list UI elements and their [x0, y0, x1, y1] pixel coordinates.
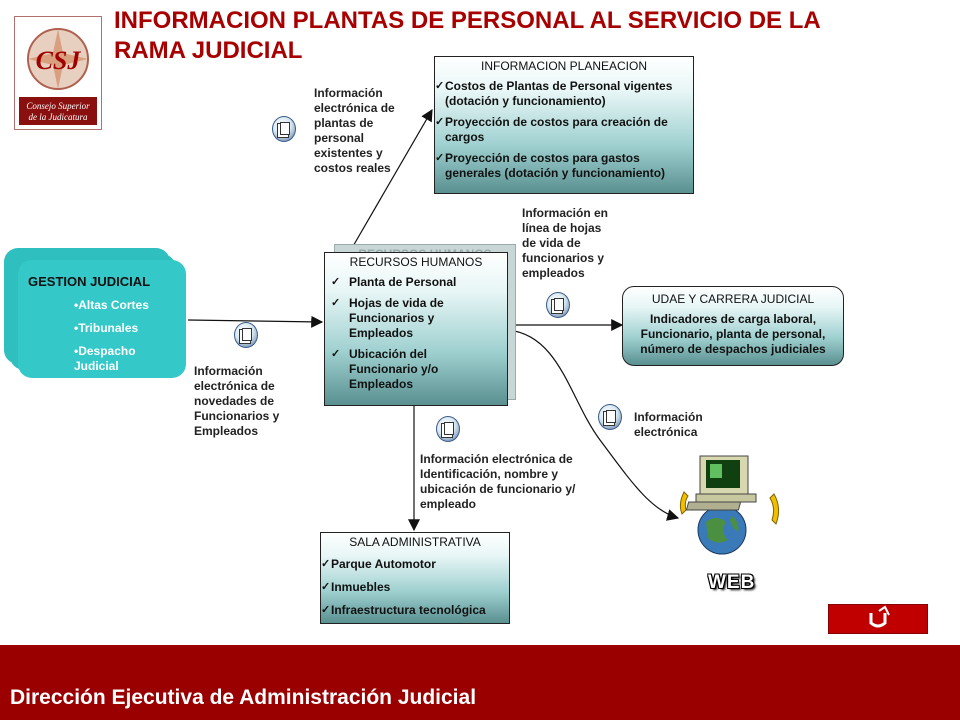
- return-arrow-icon: [869, 605, 890, 628]
- recursos-humanos-box: RECURSOS HUMANOS Planta de Personal Hoja…: [324, 252, 508, 406]
- svg-text:Consejo Superior: Consejo Superior: [26, 101, 90, 111]
- document-icon: [272, 116, 296, 142]
- footer-text: Dirección Ejecutiva de Administración Ju…: [10, 686, 477, 709]
- arrow-recursos-to-planeacion: [351, 108, 433, 249]
- udae-body: Indicadores de carga laboral, Funcionari…: [640, 312, 826, 356]
- note-hojas: Información en línea de hojas de vida de…: [522, 206, 609, 280]
- sala-item: Inmuebles: [321, 580, 509, 595]
- return-button[interactable]: [828, 604, 928, 634]
- sala-box: SALA ADMINISTRATIVA Parque Automotor Inm…: [320, 532, 510, 624]
- gestion-judicial-box: GESTION JUDICIAL •Altas Cortes •Tribunal…: [4, 248, 188, 380]
- gestion-item: •Altas Cortes: [74, 298, 149, 312]
- udae-title: UDAE Y CARRERA JUDICIAL: [651, 292, 815, 306]
- note-electronica: Información electrónica: [634, 410, 703, 439]
- recursos-title: RECURSOS HUMANOS: [349, 255, 483, 269]
- document-icon: [234, 322, 258, 348]
- svg-text:de la Judicatura: de la Judicatura: [29, 112, 88, 122]
- note-identificacion: Información electrónica de Identificació…: [420, 452, 576, 511]
- document-icon: [546, 292, 570, 318]
- sala-item: Infraestructura tecnológica: [321, 603, 509, 618]
- recursos-item: Planta de Personal: [331, 275, 499, 290]
- document-icon: [436, 416, 460, 442]
- sala-item: Parque Automotor: [321, 557, 509, 572]
- sala-title: SALA ADMINISTRATIVA: [349, 535, 481, 549]
- arrow-gestion-to-recursos: [187, 315, 324, 328]
- arrow-recursos-to-web: [507, 329, 680, 521]
- gestion-item: •Tribunales: [74, 321, 139, 335]
- svg-text:CSJ: CSJ: [36, 46, 82, 75]
- gestion-item: •Despacho Judicial: [74, 344, 136, 373]
- planeacion-box: INFORMACION PLANEACION Costos de Plantas…: [434, 56, 694, 194]
- planeacion-item: Proyección de costos para gastos general…: [435, 151, 689, 181]
- note-plantas: Información electrónica de plantas de pe…: [314, 86, 395, 175]
- udae-box: UDAE Y CARRERA JUDICIAL Indicadores de c…: [622, 286, 844, 366]
- gestion-title: GESTION JUDICIAL: [28, 274, 151, 289]
- web-label: WEB: [708, 572, 756, 593]
- planeacion-title: INFORMACION PLANEACION: [480, 59, 648, 73]
- csj-logo: CSJ Consejo Superior de la Judicatura: [14, 16, 102, 130]
- recursos-item: Hojas de vida de Funcionarios y Empleado…: [331, 296, 499, 341]
- computer-globe-icon: [676, 452, 786, 562]
- footer-bar: [0, 645, 960, 720]
- planeacion-item: Proyección de costos para creación de ca…: [435, 115, 689, 145]
- planeacion-item: Costos de Plantas de Personal vigentes (…: [435, 79, 689, 109]
- recursos-item: Ubicación del Funcionario y/o Empleados: [331, 347, 499, 392]
- document-icon: [598, 404, 622, 430]
- page-title: INFORMACION PLANTAS DE PERSONAL AL SERVI…: [114, 7, 820, 64]
- note-novedades: Información electrónica de novedades de …: [194, 364, 280, 438]
